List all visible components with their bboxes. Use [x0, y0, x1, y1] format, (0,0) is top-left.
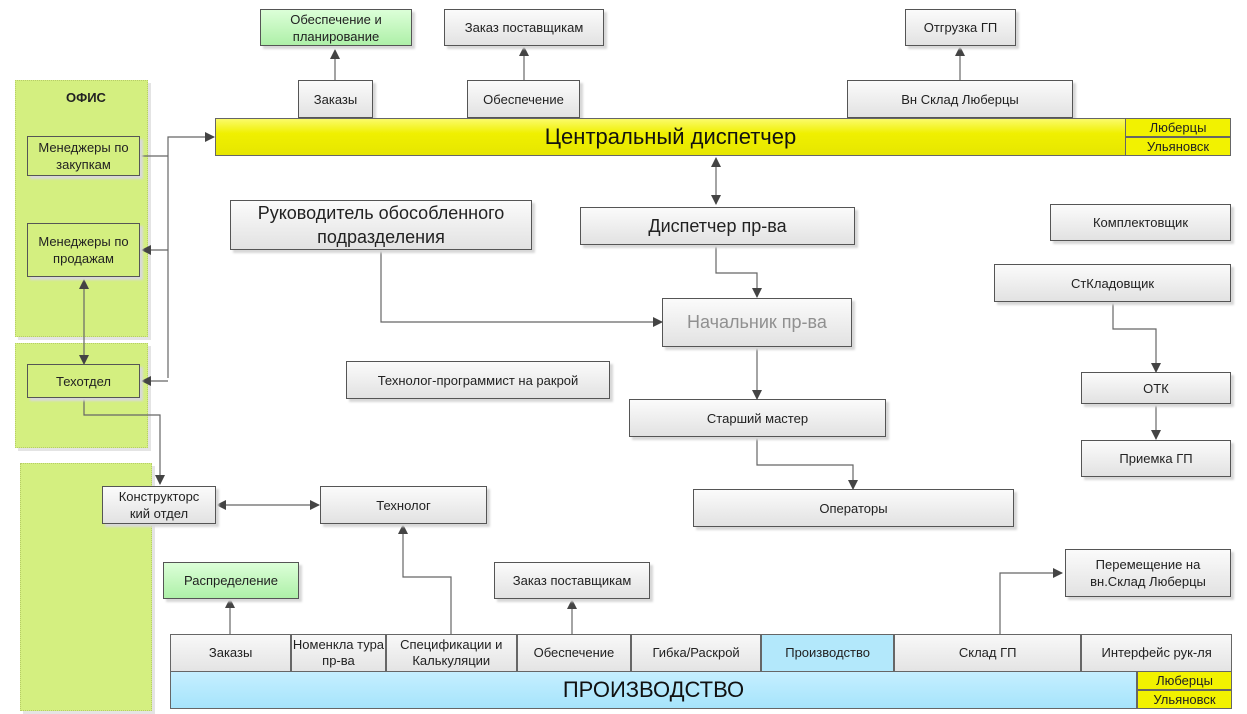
transfer-box[interactable]: Перемещение на вн.Склад Люберцы: [1065, 549, 1231, 597]
prod-dispatcher-box[interactable]: Диспетчер пр-ва: [580, 207, 855, 245]
module-specifications[interactable]: Спецификации и Калькуляции: [385, 634, 517, 672]
production-title: ПРОИЗВОДСТВО: [562, 677, 745, 702]
central-dispatcher-title: Центральный диспетчер: [544, 124, 797, 149]
storekeeper-to-qc: [1112, 301, 1161, 373]
specs-to-technologist: [398, 524, 452, 634]
branch-head-box[interactable]: Руководитель обособленного подразделения: [230, 200, 532, 250]
supply-module-top[interactable]: Обеспечение: [467, 80, 580, 118]
supplier-order-box-bottom[interactable]: Заказ поставщикам: [494, 562, 650, 599]
qc-box[interactable]: ОТК: [1081, 372, 1231, 404]
shipment-box[interactable]: Отгрузка ГП: [905, 9, 1016, 46]
location-tag-lyubertsy-top[interactable]: Люберцы: [1125, 118, 1231, 137]
fg-to-transfer: [999, 568, 1063, 634]
tech-dept-box[interactable]: Техотдел: [27, 364, 140, 398]
production-bar[interactable]: ПРОИЗВОДСТВО: [170, 671, 1137, 709]
module-bending-cutting[interactable]: Гибка/Раскрой: [631, 634, 762, 672]
office-zone: [15, 80, 148, 337]
branch-head-to-prod-head: [380, 250, 663, 327]
production-modules-row: Заказы Номенкла тура пр-ва Спецификации …: [170, 634, 1232, 672]
location-tag-lyubertsy-bottom[interactable]: Люберцы: [1137, 671, 1232, 690]
supplier-order-box-top[interactable]: Заказ поставщикам: [444, 9, 604, 46]
module-manager-interface[interactable]: Интерфейс рук-ля: [1081, 634, 1232, 672]
distribution-box[interactable]: Распределение: [163, 562, 299, 599]
prod-head-box[interactable]: Начальник пр-ва: [662, 298, 852, 347]
senior-storekeeper-box[interactable]: СтКладовщик: [994, 264, 1231, 302]
central-dispatcher-bar[interactable]: Центральный диспетчер: [215, 118, 1126, 156]
purchasing-managers-box[interactable]: Менеджеры по закупкам: [27, 136, 140, 176]
orders-module-top[interactable]: Заказы: [298, 80, 373, 118]
cutting-programmer-box[interactable]: Технолог-программист на ракрой: [346, 361, 610, 399]
module-production[interactable]: Производство: [761, 634, 895, 672]
module-nomenclature[interactable]: Номенкла тура пр-ва: [291, 634, 386, 672]
design-dept-box[interactable]: Конструкторс кий отдел: [102, 486, 216, 524]
location-tag-ulyanovsk-top[interactable]: Ульяновск: [1125, 137, 1231, 156]
master-to-operators: [756, 437, 858, 490]
sales-managers-box[interactable]: Менеджеры по продажам: [27, 223, 140, 277]
technologist-box[interactable]: Технолог: [320, 486, 487, 524]
module-orders[interactable]: Заказы: [170, 634, 292, 672]
module-supply[interactable]: Обеспечение: [516, 634, 632, 672]
picker-box[interactable]: Комплектовщик: [1050, 204, 1231, 241]
warehouse-module-top[interactable]: Вн Склад Люберцы: [847, 80, 1073, 118]
operators-box[interactable]: Операторы: [693, 489, 1014, 527]
office-bus: [167, 132, 215, 378]
office-zone-title: ОФИС: [66, 90, 106, 105]
location-tag-ulyanovsk-bottom[interactable]: Ульяновск: [1137, 690, 1232, 709]
senior-master-box[interactable]: Старший мастер: [629, 399, 886, 437]
prod-dispatcher-to-head: [715, 246, 762, 298]
module-fg-warehouse[interactable]: Склад ГП: [894, 634, 1082, 672]
planning-box[interactable]: Обеспечение и планирование: [260, 9, 412, 46]
fg-acceptance-box[interactable]: Приемка ГП: [1081, 440, 1231, 477]
